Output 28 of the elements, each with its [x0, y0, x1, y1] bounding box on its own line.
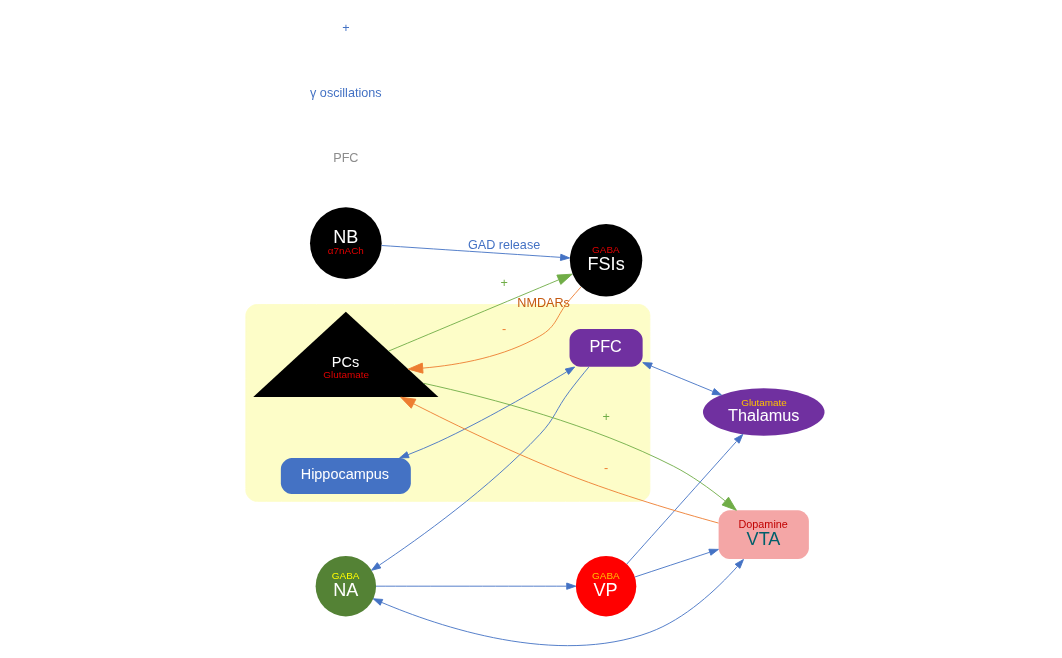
arrow	[641, 362, 722, 396]
node-circle: GABA VP	[575, 555, 636, 617]
arrow	[422, 382, 737, 511]
node-label: NMDARs	[516, 295, 570, 310]
arrow	[387, 273, 573, 352]
node-circle: NB α7nACh	[309, 207, 382, 279]
edge-label: +	[601, 410, 610, 425]
arrow	[374, 582, 576, 590]
arrow	[370, 366, 589, 571]
arrow	[399, 396, 719, 524]
arrow	[380, 245, 570, 261]
arrow	[407, 286, 581, 374]
node-box: Dopamine VTA	[718, 510, 809, 560]
arrow	[398, 366, 575, 459]
arrow	[625, 433, 743, 565]
node-circle: GABA NA	[315, 555, 376, 617]
label: +	[341, 20, 350, 35]
node-circle: GABA FSIs	[569, 224, 642, 297]
edge-label: -	[603, 460, 608, 475]
edge-label: GAD release	[467, 237, 540, 252]
edge-label: +	[499, 275, 508, 290]
arrow	[372, 559, 744, 646]
node-box: Hippocampus	[280, 458, 411, 495]
arrow	[633, 548, 719, 578]
label: PFC	[332, 150, 358, 165]
edge-label: -	[501, 321, 506, 336]
label: γ oscillations	[309, 85, 382, 100]
node-box: PFC	[569, 328, 643, 367]
